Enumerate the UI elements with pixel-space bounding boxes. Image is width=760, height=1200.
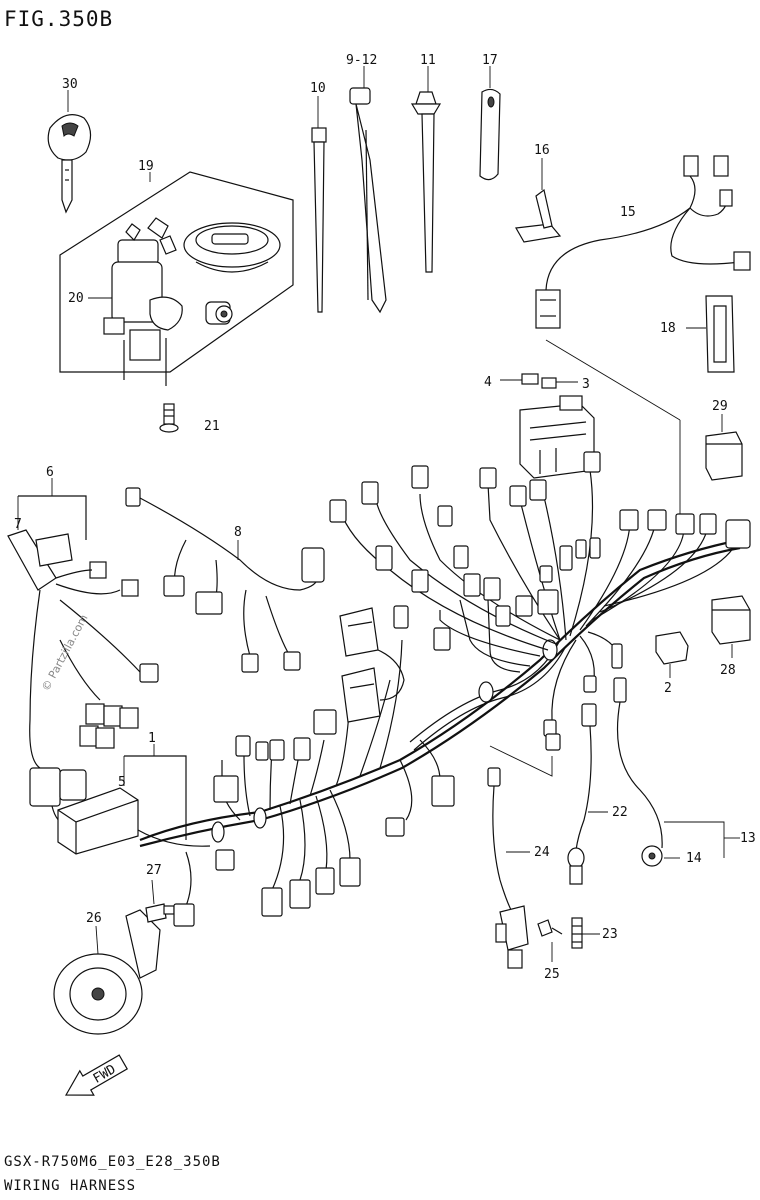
callout-4: 4: [484, 375, 492, 390]
upper-connectors: [329, 451, 751, 651]
watermark: © Partzilla.com: [39, 612, 90, 693]
lock-set-box: [59, 171, 294, 373]
sensor-lead-24: [487, 745, 553, 969]
callout-1: 1: [148, 731, 156, 746]
callout-5: 5: [118, 775, 126, 790]
sensor-22: [543, 675, 608, 885]
callout-7: 7: [14, 517, 22, 532]
callout-23: 23: [602, 927, 618, 942]
callout-13: 13: [740, 831, 756, 846]
fuel-tank-cap-lock: [183, 222, 281, 273]
clamp-9-12: [349, 66, 387, 314]
lower-connectors: [213, 709, 455, 917]
oxygen-sensor-23: [571, 917, 600, 949]
sensor-13: [611, 643, 740, 867]
main-harness: [139, 469, 741, 891]
callout-8: 8: [234, 525, 242, 540]
callout-14: 14: [686, 851, 702, 866]
callout-6: 6: [46, 465, 54, 480]
callout-10: 10: [310, 81, 326, 96]
fwd-arrow-icon: FWD: [64, 1054, 128, 1096]
gasket-18: [686, 295, 735, 373]
callout-3: 3: [582, 377, 590, 392]
sub-harness-8: [125, 487, 325, 673]
screw-25: [537, 919, 563, 962]
band-17: [479, 66, 501, 181]
cable-tie-10: [311, 96, 327, 313]
bracket-16: [515, 158, 562, 243]
seat-lock: [205, 301, 233, 325]
callout-21: 21: [204, 419, 220, 434]
horn-connector: [173, 851, 195, 927]
callout-18: 18: [660, 321, 676, 336]
callout-26: 26: [86, 911, 102, 926]
callout-16: 16: [534, 143, 550, 158]
callout-30: 30: [62, 77, 78, 92]
cover-2: [655, 631, 689, 678]
callout-15: 15: [620, 205, 636, 220]
ignition-switch: [103, 217, 183, 386]
screw-21: [159, 403, 179, 433]
callout-17: 17: [482, 53, 498, 68]
bolt-27: [145, 879, 175, 923]
callout-29: 29: [712, 399, 728, 414]
fuse-3: [541, 377, 578, 389]
callout-25: 25: [544, 967, 560, 982]
ecm-connectors: [339, 607, 405, 723]
callout-28: 28: [720, 663, 736, 678]
callout-22: 22: [612, 805, 628, 820]
callout-27: 27: [146, 863, 162, 878]
callout-11: 11: [420, 53, 436, 68]
callout-19: 19: [138, 159, 154, 174]
fuse-4: [500, 373, 539, 385]
relay-29: [705, 414, 743, 481]
callout-24: 24: [534, 845, 550, 860]
ignition-key: [47, 90, 92, 214]
sub-harness-6: [7, 478, 159, 828]
fuse-box: [519, 395, 595, 479]
horn-26: [53, 909, 161, 1035]
regulator-1: [57, 744, 211, 855]
footer-title: WIRING HARNESS: [4, 1178, 136, 1194]
footer-model-code: GSX-R750M6_E03_E28_350B: [4, 1154, 221, 1170]
sub-harness-15: [535, 155, 751, 329]
relay-28: [711, 595, 751, 658]
callout-9-12: 9-12: [346, 53, 377, 68]
clamp-11: [410, 66, 442, 273]
callout-2: 2: [664, 681, 672, 696]
figure-title: FIG.350B: [4, 7, 113, 31]
callout-20: 20: [68, 291, 84, 306]
